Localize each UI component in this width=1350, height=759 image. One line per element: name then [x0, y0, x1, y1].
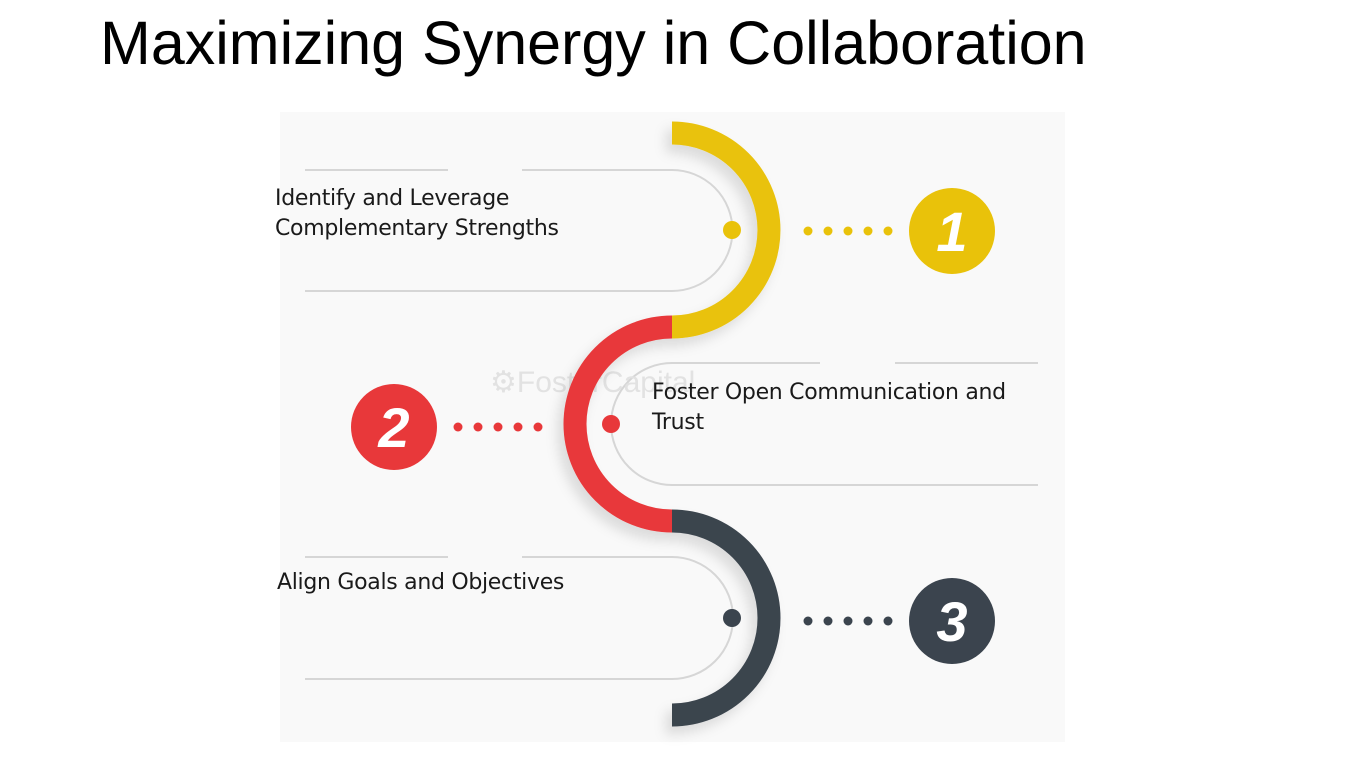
step-3-text: Align Goals and Objectives — [277, 568, 564, 598]
step-1-text: Identify and Leverage Complementary Stre… — [275, 184, 559, 244]
step-3-number: 3 — [936, 590, 967, 653]
step-2-text: Foster Open Communication and Trust — [652, 378, 1006, 438]
step-3-number-badge: 3 — [909, 578, 995, 664]
step-1-number-badge: 1 — [909, 188, 995, 274]
step-3-marker-dot — [723, 609, 741, 627]
step-1-dotted-connector — [803, 226, 893, 236]
slide-title: Maximizing Synergy in Collaboration — [100, 9, 1087, 77]
step-2-arc — [563, 315, 673, 533]
step-2-dotted-connector — [453, 422, 543, 432]
step-1-arc — [671, 121, 781, 339]
step-2-text-line-1: Foster Open Communication and — [652, 380, 1006, 405]
step-3-arc — [671, 509, 781, 727]
step-1-number: 1 — [936, 200, 967, 263]
step-1-text-line-1: Identify and Leverage — [275, 186, 510, 211]
step-2-text-line-2: Trust — [652, 410, 704, 435]
step-3-text-line-1: Align Goals and Objectives — [277, 570, 565, 595]
step-2-number: 2 — [377, 396, 409, 459]
step-1-marker-dot — [723, 221, 741, 239]
step-3-dotted-connector — [803, 616, 893, 626]
step-2-number-badge: 2 — [351, 384, 437, 470]
step-2-marker-dot — [602, 415, 620, 433]
step-1-text-line-2: Complementary Strengths — [275, 216, 559, 241]
